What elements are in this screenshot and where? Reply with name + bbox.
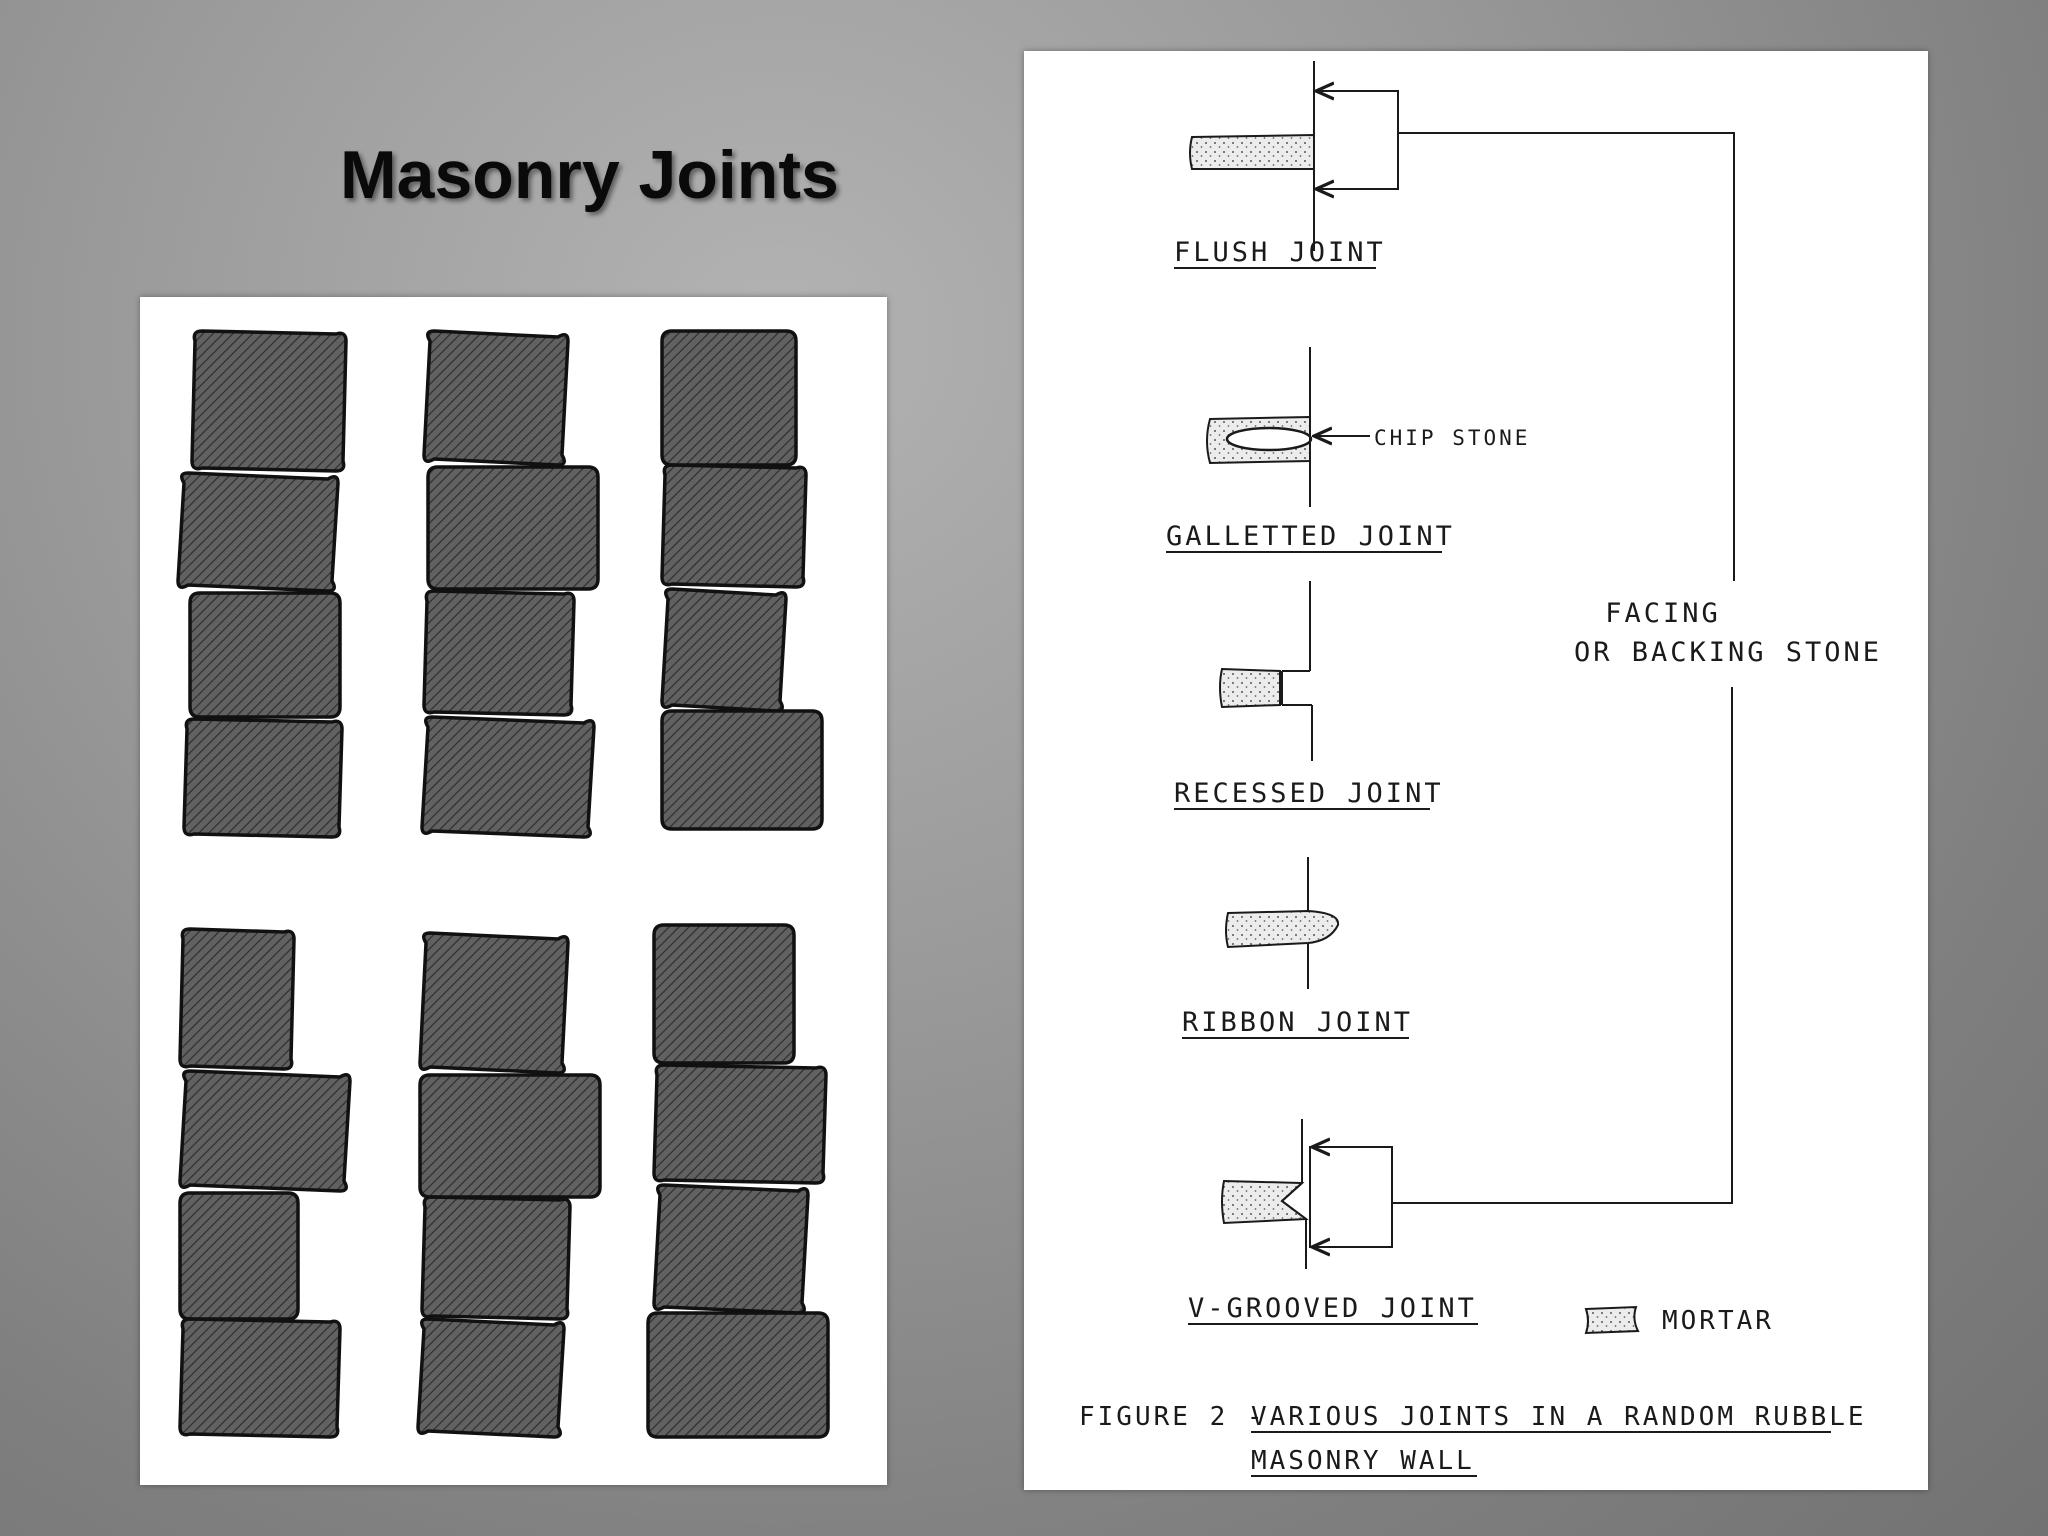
galletted-joint-label: GALLETTED JOINT [1166, 521, 1455, 552]
v-grooved-joint-label: V-GROOVED JOINT [1188, 1293, 1477, 1324]
stone-columns-drawing [176, 329, 830, 1439]
figure-caption-prefix: FIGURE 2 - [1079, 1402, 1266, 1432]
hatched-stone-block [182, 717, 344, 839]
hatched-stone-block [422, 329, 570, 467]
hatched-stone-block [178, 927, 296, 1071]
hatched-stone-block [426, 465, 600, 591]
hatched-stone-block [178, 1069, 352, 1193]
hatched-stone-block [178, 1191, 300, 1321]
hatched-stone-block [646, 1311, 830, 1439]
hatched-stone-block [652, 1063, 828, 1185]
facing-label-line2: OR BACKING STONE [1574, 637, 1882, 668]
hatched-stone-block [660, 709, 824, 831]
hatched-stone-block [418, 931, 570, 1075]
figure-caption-line1: VARIOUS JOINTS IN A RANDOM RUBBLE [1251, 1402, 1867, 1432]
facing-label-line1: FACING [1605, 598, 1721, 629]
mortar-legend-swatch [1584, 1305, 1640, 1335]
facing-stone-connector [1392, 132, 1735, 1204]
hatched-stone-block [416, 1317, 566, 1439]
hatched-stone-block [176, 471, 340, 593]
recessed-joint-label: RECESSED JOINT [1174, 778, 1444, 809]
slide-title: Masonry Joints [340, 137, 839, 213]
hatched-stone-block [652, 1183, 810, 1315]
hatched-stone-block [422, 589, 576, 717]
ribbon-joint-diagram [1225, 857, 1340, 989]
hatched-stone-block [188, 591, 342, 719]
hatched-stone-block [420, 1195, 572, 1321]
hatched-stone-block [660, 587, 788, 713]
hatched-stone-block [660, 463, 808, 589]
figure-caption-line2: MASONRY WALL [1251, 1446, 1475, 1476]
ribbon-joint-label: RIBBON JOINT [1182, 1007, 1413, 1038]
flush-joint-diagram [1189, 61, 1399, 251]
v-grooved-joint-diagram [1221, 1119, 1393, 1269]
hatched-stone-block [418, 1073, 602, 1199]
hatched-stone-block [652, 923, 796, 1065]
hatched-stone-block [178, 1317, 342, 1439]
stone-joints-illustration-panel [140, 297, 887, 1485]
galletted-joint-diagram [1206, 347, 1370, 507]
hatched-stone-block [420, 715, 596, 839]
hatched-stone-block [190, 329, 348, 473]
joint-types-figure-panel: FLUSH JOINT CHIP STONE GALLETTED JOINT R… [1024, 51, 1928, 1490]
chip-stone-callout: CHIP STONE [1374, 426, 1530, 450]
joint-types-drawing: FLUSH JOINT CHIP STONE GALLETTED JOINT R… [1079, 61, 1882, 1477]
hatched-stone-block [660, 329, 798, 467]
mortar-legend-label: MORTAR [1662, 1306, 1774, 1336]
recessed-joint-diagram [1219, 581, 1313, 761]
flush-joint-label: FLUSH JOINT [1174, 237, 1386, 268]
